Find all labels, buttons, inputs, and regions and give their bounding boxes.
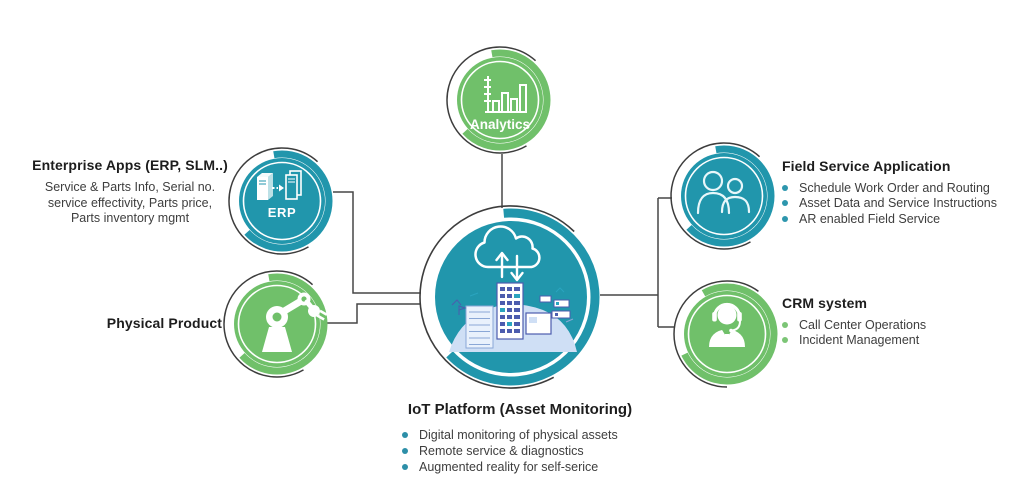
servers-globe-illustration [449, 282, 577, 352]
erp-disc [239, 158, 325, 244]
cloud-sync-icon [474, 225, 541, 282]
crm-title: CRM system [782, 295, 868, 311]
connector-erp-center [333, 191, 421, 294]
crm-outer-ring [673, 280, 781, 388]
bullet-dot-icon [402, 432, 408, 438]
enterprise-desc-line: Service & Parts Info, Serial no. [44, 180, 216, 194]
robot-arm-plug-icon [262, 292, 328, 352]
enterprise-desc-line: Parts inventory mgmt [70, 211, 190, 225]
iot-platform-node [419, 205, 603, 389]
physical-outer-ring [223, 270, 331, 378]
field-service-node [670, 142, 778, 250]
center-accent-arc [422, 208, 600, 386]
iot-bullet: Augmented reality for self-serice [402, 459, 660, 475]
analytics-node [446, 46, 554, 154]
field-service-bullet: AR enabled Field Service [782, 211, 997, 227]
enterprise-desc-line: service effectivity, Parts price, [47, 195, 213, 210]
bullet-dot-icon [402, 464, 408, 470]
bar-chart-icon [484, 76, 527, 113]
connector-physical-center [327, 303, 421, 324]
erp-servers-icon [257, 170, 302, 200]
iot-bullet: Digital monitoring of physical assets [402, 427, 660, 443]
erp-outer-ring [228, 147, 336, 255]
iot-title: IoT Platform (Asset Monitoring) [407, 401, 633, 418]
field-service-text-block: Field Service Application Schedule Work … [782, 158, 997, 227]
field-service-bullet: Asset Data and Service Instructions [782, 196, 997, 212]
up-down-arrows-icon [495, 251, 524, 282]
physical-product-title: Physical Product [106, 315, 222, 331]
connector-lines [327, 154, 675, 328]
two-people-icon [696, 170, 751, 215]
field-outer-ring [670, 142, 778, 250]
iot-text-block: IoT Platform (Asset Monitoring) Digital … [380, 401, 660, 475]
bullet-dot-icon [782, 321, 788, 328]
field-service-bullet: Schedule Work Order and Routing [782, 180, 997, 196]
field-accent-arc [673, 145, 775, 247]
bullet-dot-icon [782, 200, 788, 207]
crm-bullet: Call Center Operations [782, 317, 926, 333]
bullet-dot-icon [782, 184, 788, 191]
bullet-dot-icon [782, 337, 788, 344]
enterprise-title: Enterprise Apps (ERP, SLM..) [32, 157, 228, 173]
enterprise-text-block: Enterprise Apps (ERP, SLM..) Service & P… [28, 157, 232, 227]
connector-center-right [600, 197, 675, 328]
analytics-circle-label: Analytics [469, 117, 531, 132]
field-service-title: Field Service Application [782, 158, 951, 174]
crm-node [673, 280, 781, 388]
bullet-dot-icon [782, 215, 788, 222]
erp-node [228, 147, 336, 255]
erp-accent-arc [231, 150, 333, 252]
crm-accent-arc [676, 283, 778, 385]
iot-bullet: Remote service & diagnostics [402, 443, 660, 459]
analytics-outer-ring [446, 46, 554, 154]
crm-bullet: Incident Management [782, 333, 926, 349]
physical-accent-arc [226, 273, 328, 375]
crm-text-block: CRM system Call Center Operations Incide… [782, 295, 926, 348]
bullet-dot-icon [402, 448, 408, 454]
support-agent-headset-icon [709, 302, 745, 347]
erp-circle-label: ERP [267, 205, 297, 220]
center-outer-ring [419, 205, 603, 389]
physical-product-node [223, 270, 331, 378]
